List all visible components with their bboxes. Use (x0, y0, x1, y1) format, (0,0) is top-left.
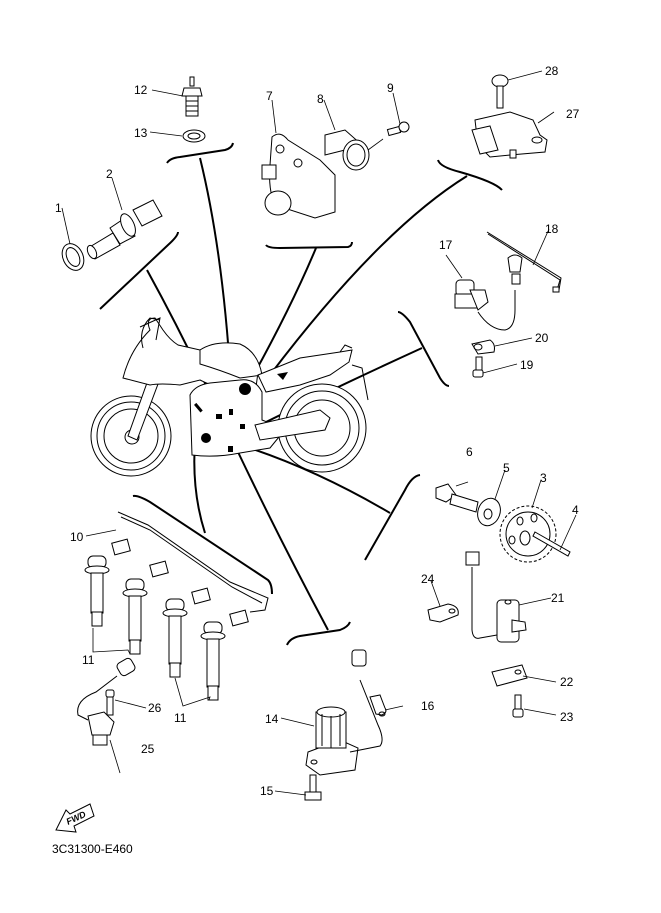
callout-18: 18 (545, 222, 559, 236)
marker-coils (194, 402, 203, 413)
callout-leaders (61, 70, 577, 796)
ignition-coil (200, 621, 226, 701)
part-clamp-20 (471, 339, 495, 355)
callout-3: 3 (540, 471, 547, 485)
callout-16: 16 (421, 699, 435, 713)
callout-14: 14 (265, 712, 279, 726)
callout-25: 25 (141, 742, 155, 756)
part-bracket-24 (427, 603, 459, 623)
diagram-code: 3C31300-E460 (52, 842, 133, 856)
part-sensor-25 (77, 657, 136, 746)
callout-24: 24 (421, 572, 435, 586)
callout-6: 6 (466, 445, 473, 459)
callout-1: 1 (55, 201, 62, 215)
fuel-tank (199, 342, 263, 379)
part-sprocket-3 (499, 505, 557, 563)
divider-arc-cam-sensor (397, 311, 450, 387)
part-gasket-13 (182, 129, 206, 143)
divider-arc-neutral-switch (286, 621, 351, 646)
callout-21: 21 (551, 591, 565, 605)
marker-throttle (239, 383, 251, 395)
part-bolt-6 (435, 483, 479, 513)
part-bolt-19 (472, 356, 484, 378)
marker-neutral (228, 446, 233, 452)
ignition-coil (122, 578, 148, 655)
callout-12: 12 (134, 83, 148, 97)
callout-19: 19 (520, 358, 534, 372)
part-wire-harness-10 (111, 511, 269, 627)
part-bolt-23 (512, 694, 524, 718)
ignition-coil (84, 555, 110, 627)
callout-20: 20 (535, 331, 549, 345)
part-cam-sensor-17 (454, 254, 523, 331)
part-sensor-8 (324, 129, 370, 171)
callout-17: 17 (439, 238, 453, 252)
callout-labels: 1 2 3 4 5 6 7 8 9 10 11 11 12 13 14 15 1… (55, 64, 580, 798)
part-bolt-15 (304, 774, 322, 801)
part-clamp-16 (369, 694, 387, 717)
marker-crank (201, 433, 211, 443)
part-ignition-coils-11 (84, 555, 226, 701)
part-screw-28 (491, 74, 509, 109)
callout-2: 2 (106, 167, 113, 181)
part-temperature-sensor-2 (86, 199, 163, 260)
part-screw-9 (367, 121, 410, 151)
callout-7: 7 (266, 89, 273, 103)
callout-15: 15 (260, 784, 274, 798)
callout-23: 23 (560, 710, 574, 724)
seat-tail (257, 349, 353, 393)
part-crank-sensor-21 (465, 551, 527, 643)
divider-arc-crank-sensor (364, 474, 421, 561)
callout-13: 13 (134, 126, 148, 140)
callout-9: 9 (387, 81, 394, 95)
callout-5: 5 (503, 461, 510, 475)
part-bolt-26 (105, 689, 115, 716)
marker-cam (240, 424, 245, 429)
callout-11b: 11 (174, 711, 187, 725)
callout-11a: 11 (82, 653, 95, 667)
callout-27: 27 (566, 107, 580, 121)
part-washer-5 (477, 497, 501, 527)
part-pin-4 (532, 531, 571, 557)
motorcycle-illustration (90, 317, 369, 477)
divider-arc-pressure-sensor (437, 159, 503, 191)
callout-22: 22 (560, 675, 574, 689)
part-throttle-position-sensor-7 (261, 133, 336, 219)
fwd-arrow-icon: FWD (55, 803, 95, 833)
divider-arc-ignition-coils (132, 494, 273, 595)
divider-arc-sensor-12 (166, 142, 234, 164)
part-pressure-sensor-27 (471, 111, 548, 159)
divider-arc-throttle (265, 241, 353, 250)
divider-arc-temp-sensor (99, 231, 179, 310)
callout-8: 8 (317, 92, 324, 106)
callout-26: 26 (148, 701, 162, 715)
swingarm (254, 409, 331, 441)
pointer-line-pressure-sensor (269, 175, 468, 376)
part-neutral-switch-14 (305, 649, 383, 776)
callout-4: 4 (572, 503, 579, 517)
ignition-coil (162, 598, 188, 678)
part-bracket-22 (491, 664, 528, 687)
part-wire-18 (486, 231, 562, 293)
marker-pressure (277, 372, 288, 380)
marker-12 (229, 409, 233, 415)
pointer-line-neutral-switch (237, 451, 329, 631)
part-oil-pressure-switch (181, 76, 203, 117)
callout-10: 10 (70, 530, 84, 544)
part-gasket-1 (61, 243, 85, 271)
callout-28: 28 (545, 64, 559, 78)
marker-temp (216, 414, 222, 419)
